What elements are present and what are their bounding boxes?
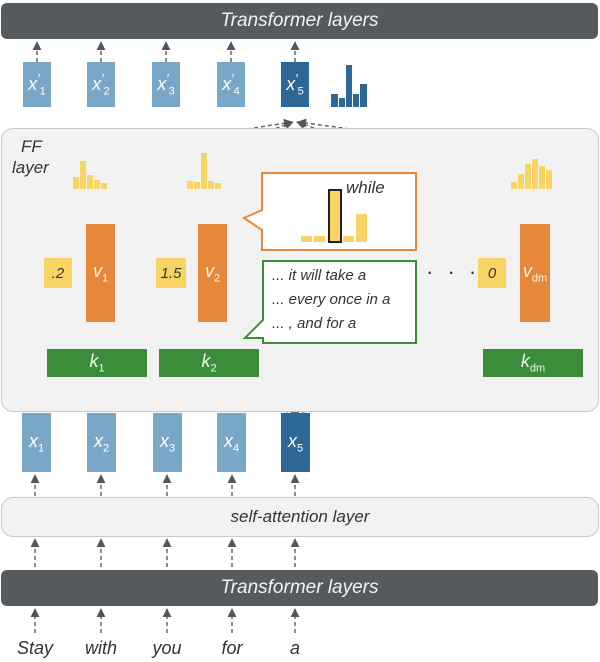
output-token-3: x′3 (152, 62, 180, 107)
value-vector-2-label: v2 (204, 261, 221, 285)
output-token-4-label: x′4 (222, 71, 240, 98)
output-token-4: x′4 (217, 62, 245, 107)
key-callout-bubble (242, 260, 417, 344)
output-token-1: x′1 (23, 62, 51, 107)
value-vector-1-label: v1 (92, 261, 109, 285)
key-vector-2: k2 (159, 349, 259, 377)
key-callout-line-1: ... it will take a (272, 267, 367, 284)
output-dist-bar (339, 98, 345, 107)
transformer-layers-top: Transformer layers (1, 3, 598, 39)
callout-bar (301, 236, 312, 242)
self-attention-label: self-attention layer (230, 507, 370, 526)
value-vector-dm: vdm (520, 224, 550, 322)
input-token-3: x3 (153, 413, 182, 472)
callout-bar (328, 189, 342, 243)
input-token-5-label: x5 (287, 430, 304, 455)
transformer-layers-bottom-label: Transformer layers (220, 577, 379, 598)
output-dist-bar (360, 84, 367, 107)
key-callout-text: ... it will take a ... every once in a .… (272, 264, 390, 336)
value-callout-word: while (346, 178, 385, 197)
transformer-layers-top-label: Transformer layers (220, 10, 379, 31)
key-vector-2-label: k2 (201, 351, 217, 375)
self-attention-panel: self-attention layer (1, 497, 599, 537)
ff-layer-label-line2: layer (12, 158, 49, 177)
key-callout-line-2: ... every once in a (272, 291, 391, 308)
input-word-4: for (221, 638, 243, 658)
coefficient-dm: 0 (478, 258, 506, 288)
ellipsis: · · · (426, 259, 481, 284)
value-histogram-dm (511, 159, 552, 189)
ff-layer-label-line1: FF (21, 137, 42, 156)
value-callout-bubble (241, 172, 417, 251)
key-vector-dm-label: kdm (520, 351, 546, 375)
callout-bar (343, 236, 354, 242)
output-dist-bar (353, 94, 359, 107)
input-token-1-label: x1 (28, 430, 45, 455)
input-token-3-label: x3 (159, 430, 176, 455)
ff-layer-label: FF layer (12, 136, 49, 178)
key-vector-1-label: k1 (89, 351, 105, 375)
value-vector-2: v2 (198, 224, 227, 322)
input-word-2: with (84, 638, 117, 658)
input-token-1: x1 (22, 413, 51, 472)
input-word-5: a (289, 638, 300, 658)
value-vector-dm-label: vdm (522, 261, 548, 285)
callout-bar (314, 236, 325, 242)
callout-bar (356, 214, 367, 242)
output-token-1-label: x′1 (28, 71, 46, 98)
coefficient-1: .2 (44, 258, 72, 288)
output-token-2: x′2 (87, 62, 115, 107)
value-histogram-2 (187, 153, 221, 189)
output-token-2-label: x′2 (92, 71, 110, 98)
input-word-1: Stay (16, 638, 54, 658)
key-vector-dm: kdm (483, 349, 583, 377)
output-token-3-label: x′3 (157, 71, 175, 98)
value-vector-1: v1 (86, 224, 115, 322)
input-token-4: x4 (217, 413, 246, 472)
output-distribution-chart (331, 65, 367, 107)
key-vector-1: k1 (47, 349, 147, 377)
coefficient-1-value: .2 (51, 264, 65, 282)
coefficient-dm-value: 0 (487, 264, 497, 282)
output-dist-bar (331, 94, 338, 107)
coefficient-2-value: 1.5 (160, 264, 182, 282)
output-token-5: x′5 (281, 62, 309, 107)
transformer-layers-bottom: Transformer layers (1, 570, 598, 606)
output-dist-bar (346, 65, 352, 107)
input-token-5: x5 (281, 413, 310, 472)
output-token-5-label: x′5 (286, 71, 304, 98)
value-histogram-1 (73, 161, 107, 189)
input-token-2-label: x2 (93, 430, 110, 455)
input-token-2: x2 (87, 413, 116, 472)
coefficient-2: 1.5 (156, 258, 186, 288)
key-callout-line-3: ... , and for a (272, 315, 357, 332)
input-token-4-label: x4 (223, 430, 240, 455)
input-word-3: you (152, 638, 182, 658)
